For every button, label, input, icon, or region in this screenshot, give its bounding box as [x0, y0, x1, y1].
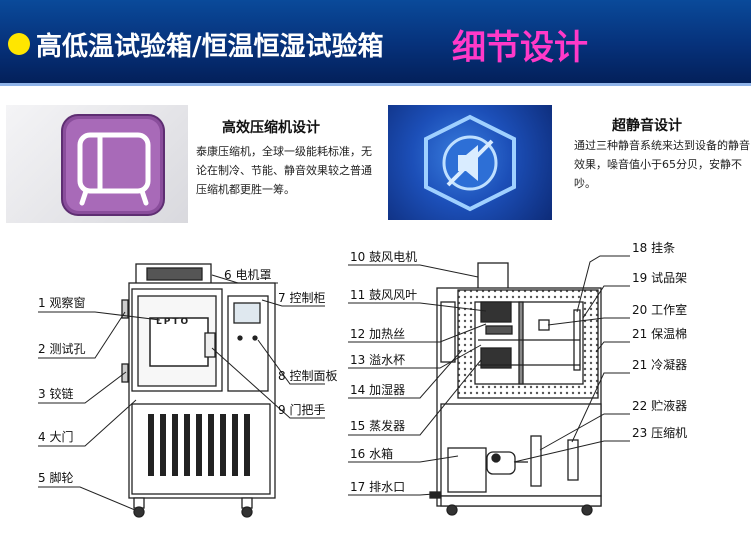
part-label: 12 加热丝: [350, 327, 405, 341]
part-label: 2 测试孔: [38, 341, 85, 356]
feature-title: 高效压缩机设计: [222, 120, 320, 136]
part-label: 19 试品架: [632, 270, 687, 285]
part-label: 20 工作室: [632, 302, 687, 317]
right-part-labels: 10 鼓风电机 11 鼓风风叶 12 加热丝 13 溢水杯 14 加湿器 15 …: [350, 241, 687, 494]
part-label: 18 挂条: [632, 241, 675, 255]
brand-plate: LPTO: [156, 317, 190, 327]
part-label: 4 大门: [38, 429, 73, 444]
page-title-highlight: 细节设计: [452, 28, 588, 68]
left-leader-lines: [38, 274, 325, 511]
part-label: 23 压缩机: [632, 425, 687, 440]
part-label: 6 电机罩: [224, 268, 271, 282]
mute-speaker-icon: [388, 105, 552, 220]
part-label: 16 水箱: [350, 446, 393, 461]
part-label: 11 鼓风风叶: [350, 288, 417, 302]
part-label: 7 控制柜: [278, 291, 325, 305]
left-part-labels: 1 观察窗 2 测试孔 3 铰链 4 大门 5 脚轮 6 电机罩 7 控制柜 8…: [38, 268, 337, 485]
part-label: 10 鼓风电机: [350, 250, 417, 264]
part-label: 8 控制面板: [278, 369, 337, 383]
feature-description: 泰康压缩机，全球一级能耗标准，无论在制冷、节能、静音效果较之普通压缩机都更胜一筹…: [196, 145, 372, 196]
part-label: 21 冷凝器: [632, 357, 687, 372]
part-label: 5 脚轮: [38, 470, 73, 485]
feature-description: 通过三种静音系统来达到设备的静音效果，噪音值小于65分贝，安静不吵。: [574, 139, 750, 190]
part-label: 17 排水口: [350, 480, 405, 494]
part-label: 21 保温棉: [632, 327, 687, 341]
part-label: 3 铰链: [38, 386, 73, 401]
part-label: 15 蒸发器: [350, 418, 405, 433]
bullet-dot-icon: [8, 33, 30, 55]
part-label: 22 贮液器: [632, 398, 687, 413]
part-label: 1 观察窗: [38, 296, 85, 310]
part-label: 13 溢水杯: [350, 353, 405, 367]
header-banner: 高低温试验箱/恒温恒湿试验箱 细节设计: [0, 0, 751, 83]
page-title: 高低温试验箱/恒温恒湿试验箱: [36, 32, 384, 62]
chamber-front-view: [121, 263, 276, 518]
chamber-cross-section: [429, 262, 602, 516]
part-label: 14 加湿器: [350, 382, 405, 397]
feature-title: 超静音设计: [612, 118, 682, 134]
right-leader-lines: [348, 255, 630, 496]
compressor-icon: [6, 105, 188, 223]
banner-divider: [0, 83, 751, 86]
part-label: 9 门把手: [278, 402, 325, 417]
